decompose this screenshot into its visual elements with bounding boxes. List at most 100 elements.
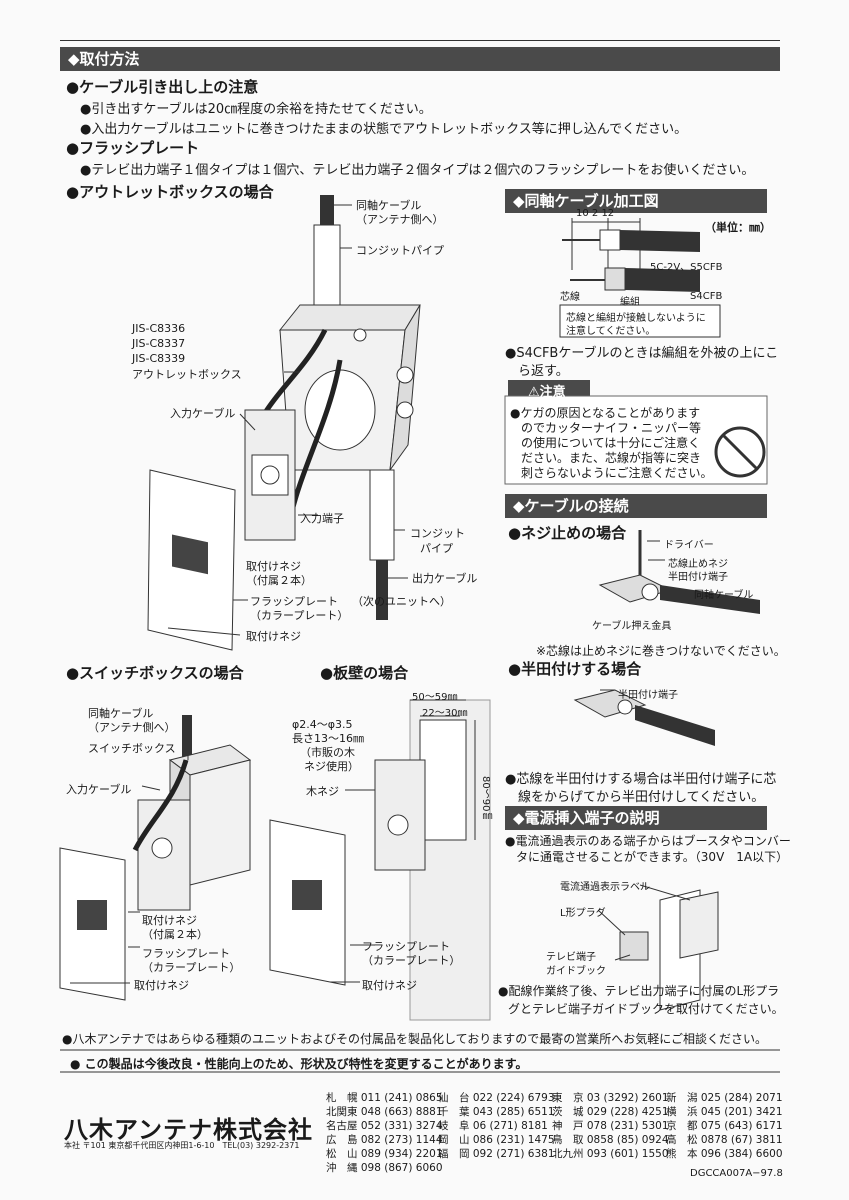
power-guide-1: テレビ端子 [546, 952, 596, 963]
clamp-label: ケーブル押え金具 [592, 621, 672, 632]
coax-core-label: 芯線 [560, 292, 580, 303]
coax-unit: （単位：㎜） [705, 221, 771, 234]
company-name: 八木アンテナ株式会社 [64, 1116, 314, 1144]
office-entry: 広 島 082 (273) 1144 [326, 1134, 443, 1146]
office-entry: 北九州 093 (601) 1550 [552, 1148, 669, 1160]
power-note-1: ●電流通過表示のある端子からはブースタやコンバー [505, 834, 791, 848]
outlet-flush-label-1: フラッシプレート [250, 595, 338, 608]
cable-note-1: ●引き出すケーブルは20㎝程度の余裕を持たせてください。 [80, 102, 432, 117]
office-entry: 横 浜 045 (201) 3421 [666, 1106, 783, 1118]
panel-wood-label-2: ネジ使用） [304, 760, 359, 773]
top-rule [60, 40, 780, 41]
section-header-power: ◆電源挿入端子の説明 [505, 806, 767, 830]
coax-note-1: 芯線と編組が接触しないように [566, 313, 706, 324]
office-entry: 沖 縄 098 (867) 6060 [326, 1162, 443, 1174]
office-entry: 仙 台 022 (224) 6793 [438, 1092, 555, 1104]
prohibition-icon [716, 428, 764, 476]
office-entry: 名古屋 052 (331) 3274 [326, 1120, 443, 1132]
caution-title: ⚠注意 [528, 385, 566, 400]
power-final-1: ●配線作業終了後、テレビ出力端子に付属のL形プラ [498, 984, 780, 998]
switch-title: ●スイッチボックスの場合 [66, 664, 244, 682]
outlet-title: ●アウトレットボックスの場合 [66, 183, 274, 201]
office-entry: 千 葉 043 (285) 6511 [438, 1106, 555, 1118]
screw-note: ※芯線は止めネジに巻きつけないでください。 [536, 644, 786, 658]
panel-dim-3: 80〜90㎜ [480, 776, 491, 822]
power-plug: L形プラグ [560, 908, 606, 919]
outlet-conduit2-label-1: コンジット [410, 527, 465, 540]
outlet-box-label: アウトレットボックス [132, 368, 242, 381]
office-entry: 岐 阜 06 (271) 8181 [438, 1120, 548, 1132]
panel-flush-label-2: （カラープレート） [362, 954, 461, 967]
coax-braid-label: 編組 [620, 297, 640, 308]
section-header-connect: ◆ケーブルの接続 [505, 494, 767, 518]
switch-coax-label-1: 同軸ケーブル [88, 707, 154, 720]
outlet-flush-label-2: （カラープレート） [250, 609, 349, 622]
panel-dim-1: 50〜59㎜ [412, 692, 458, 703]
panel-wood-label-1: （市販の木 [300, 746, 355, 759]
office-entry: 鳥 取 0858 (85) 0924 [552, 1134, 669, 1146]
section-header-coax: ◆同軸ケーブル加工図 [505, 189, 767, 213]
solder-note-2: 線をからげてから半田付けしてください。 [518, 790, 765, 805]
solder-note-1: ●芯線を半田付けする場合は半田付け端子に芯 [505, 772, 777, 787]
office-entry: 熊 本 096 (384) 6600 [666, 1148, 783, 1160]
section-header-mount: ◆取付方法 [60, 47, 780, 71]
panel-title: ●板壁の場合 [320, 664, 409, 682]
coax-s4-note-1: ●S4CFBケーブルのときは編組を外被の上にこ [505, 346, 779, 361]
coax-cable-label: 同軸ケーブル [694, 590, 754, 601]
office-entry: 新 潟 025 (284) 2071 [666, 1092, 783, 1104]
switch-flush-label-1: フラッシプレート [142, 947, 230, 960]
office-entry: 福 岡 092 (271) 6381 [438, 1148, 555, 1160]
switch-input-cable-label: 入力ケーブル [66, 783, 132, 796]
company-address: 本社 〒101 東京都千代田区内神田1-6-10 TEL(03) 3292-23… [64, 1141, 300, 1150]
outlet-next-unit-label: （次のユニットへ） [352, 595, 451, 608]
flush-note: ●テレビ出力端子１個タイプは１個穴、テレビ出力端子２個タイプは２個穴のフラッシプ… [80, 163, 755, 178]
solder-title: ●半田付けする場合 [508, 660, 642, 678]
panel-len-label: 長さ13〜16㎜ [292, 732, 364, 745]
outlet-coax-label-2: （アンテナ側へ） [356, 213, 444, 226]
jis-label-3: JIS-C8339 [132, 352, 186, 365]
office-entry: 茨 城 029 (228) 4251 [552, 1106, 669, 1118]
caution-line-1: ●ケガの原因となることがあります [510, 406, 701, 420]
footer-notice: ●八木アンテナではあらゆる種類のユニットおよびその付属品を製品化しておりますので… [62, 1032, 768, 1046]
footer-change: ● この製品は今後改良・性能向上のため、形状及び特性を変更することがあります。 [70, 1057, 528, 1071]
power-note-2: タに通電させることができます。（30V 1A以下） [516, 850, 789, 864]
coax-dims: 10 2 12 [576, 208, 615, 219]
solder-term-label: 半田付け端子 [668, 572, 728, 583]
cable-note-2: ●入出力ケーブルはユニットに巻きつけたままの状態でアウトレットボックス等に押し込… [80, 122, 688, 137]
outlet-input-term-label: 入力端子 [300, 512, 344, 525]
office-entry: 北関東 048 (663) 8881 [326, 1106, 443, 1118]
outlet-coax-label-1: 同軸ケーブル [356, 199, 422, 212]
coax-s4-note-2: ら返す。 [518, 364, 569, 379]
panel-phi-label: φ2.4〜φ3.5 [292, 718, 353, 731]
power-guide-2: ガイドブック [546, 966, 606, 977]
panel-screw2-label: 取付けネジ [362, 979, 417, 992]
outlet-conduit2-label-2: パイプ [420, 542, 453, 555]
panel-dim-2: 22〜30㎜ [422, 708, 468, 719]
outlet-screw2-label: 取付けネジ [246, 630, 301, 643]
caution-line-2: のでカッターナイフ・ニッパー等 [521, 421, 702, 435]
solder-term-label-2: 半田付け端子 [618, 690, 678, 701]
office-entry: 神 戸 078 (231) 5301 [552, 1120, 669, 1132]
switch-box-label: スイッチボックス [88, 742, 176, 755]
switch-screw-label-2: （付属２本） [142, 928, 208, 941]
jis-label-1: JIS-C8336 [132, 322, 186, 335]
coax-cable-1: 5C-2V、S5CFB [650, 262, 723, 273]
caution-line-5: 刺さらないようにご注意ください。 [521, 466, 713, 480]
switch-screw-label-1: 取付けネジ [142, 914, 197, 927]
flush-title: ●フラッシプレート [66, 139, 200, 157]
core-screw-label: 芯線止めネジ [668, 559, 728, 570]
coax-cable-2: S4CFB [690, 291, 723, 302]
office-entry: 東 京 03 (3292) 2601 [552, 1092, 669, 1104]
panel-wood-screw-label: 木ネジ [306, 785, 339, 798]
doc-code: DGCCA007A−97.8 [690, 1168, 783, 1179]
outlet-screw-label-2: （付属２本） [246, 574, 312, 587]
cable-title: ●ケーブル引き出し上の注意 [66, 78, 259, 96]
office-entry: 札 幌 011 (241) 0865 [326, 1092, 443, 1104]
outlet-input-cable-label: 入力ケーブル [170, 407, 236, 420]
coax-note-2: 注意してください。 [566, 326, 656, 337]
panel-flush-label-1: フラッシプレート [362, 940, 450, 953]
office-entry: 松 山 089 (934) 2201 [326, 1148, 443, 1160]
switch-flush-label-2: （カラープレート） [142, 961, 241, 974]
power-final-2: グとテレビ端子ガイドブックを取付けてください。 [508, 1002, 784, 1016]
office-entry: 岡 山 086 (231) 1475 [438, 1134, 555, 1146]
